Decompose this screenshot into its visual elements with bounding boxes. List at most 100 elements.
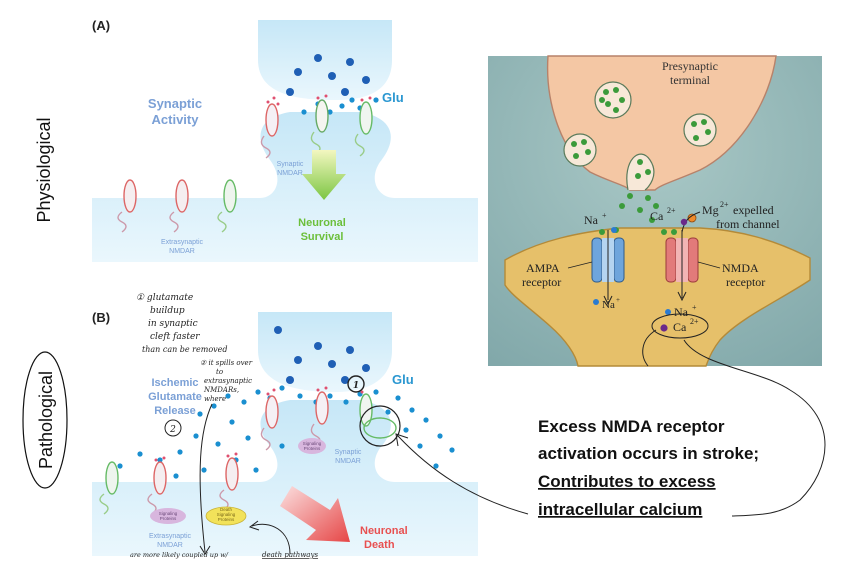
circle-1-label: 1 (353, 381, 359, 391)
note1-line4: cleft faster (150, 332, 200, 342)
ca-bottom-label: Ca (673, 320, 687, 334)
ca-top-sup: 2+ (667, 206, 676, 215)
presynaptic-vesicles-b (274, 326, 370, 384)
note2-line3: extrasynaptic (204, 377, 252, 385)
synaptic-nmdar-a-2: NMDAR (277, 170, 303, 177)
caption-line4: intracellular calcium (538, 500, 702, 519)
death-signaling-2: Signaling (217, 512, 236, 517)
handwritten-notes: ① glutamate buildup in synaptic cleft fa… (130, 293, 401, 559)
ca-bottom-sup: 2+ (690, 317, 699, 326)
mg-expelled: expelled (733, 203, 774, 217)
note-bottom-arrow (251, 523, 291, 555)
ampa-line2: receptor (522, 275, 561, 289)
signaling-protein-label-2: Proteins (304, 446, 321, 451)
synaptic-nmdar-circle (359, 405, 401, 447)
ischemic-line2: Glutamate (148, 391, 202, 403)
presynaptic-vesicles-a (286, 54, 370, 96)
extrasynaptic-nmdar-a-1: Extrasynaptic (161, 239, 204, 246)
nmda-line1: NMDA (722, 261, 759, 275)
ca-ion-bottom (660, 324, 668, 332)
synaptic-receptors-a (260, 94, 373, 159)
extra-signaling-1: Signaling (159, 511, 178, 516)
synaptic-nmdar-a-1: Synaptic (277, 161, 304, 168)
note2-line1: ② it spills over (200, 359, 253, 367)
ampa-receptor (591, 230, 625, 306)
note1-line3: in synaptic (148, 319, 198, 329)
pathological-label: Pathological (36, 371, 56, 469)
presynaptic-bulb-a (258, 20, 392, 100)
caption: Excess NMDA receptor activation occurs i… (538, 417, 759, 519)
death-arrow (280, 486, 350, 542)
pathological-oval (22, 351, 68, 489)
caption-line2: activation occurs in stroke; (538, 444, 759, 463)
synaptic-receptors-b (260, 386, 397, 454)
na-bottom-mid-label: Na (674, 305, 689, 319)
note1-line1: ① glutamate (136, 293, 193, 303)
ca-highlight-oval (651, 313, 709, 339)
survival-arrow (302, 150, 346, 200)
synaptic-nmdar-b-1: Synaptic (335, 449, 362, 456)
note1-line2: buildup (150, 306, 185, 316)
note2-arrow (199, 403, 213, 553)
glu-label-a: Glu (382, 90, 404, 105)
panel-b-letter: (B) (92, 310, 110, 325)
physiological-label: Physiological (34, 117, 54, 222)
presynaptic-line1: Presynaptic (662, 59, 718, 73)
na-ion-top (611, 227, 617, 233)
note-bottom-1: are more likely coupled up w/ (130, 551, 229, 559)
na-bm-sup: + (692, 303, 697, 312)
ischemic-line1: Ischemic (151, 377, 198, 389)
na-top-label: Na (584, 213, 599, 227)
nmda-line2: receptor (726, 275, 765, 289)
glu-label-b: Glu (392, 372, 414, 387)
death-signaling-3: Proteins (218, 517, 235, 522)
neuronal-survival-2: Survival (301, 231, 344, 243)
neuronal-death-2: Death (364, 539, 395, 551)
note-bottom-2: death pathways (262, 551, 318, 559)
signaling-protein-blob (298, 438, 326, 454)
extrasynaptic-nmdar-a-2: NMDAR (169, 248, 195, 255)
synaptic-activity-line1: Synaptic (148, 96, 202, 111)
na-bl-sup: + (616, 296, 620, 304)
mg-label: Mg (702, 203, 719, 217)
neuronal-death-1: Neuronal (360, 525, 408, 537)
na-bottom-left-label: Na (602, 299, 615, 311)
presynaptic-bulb-b (258, 312, 392, 392)
signaling-protein-label-1: Signaling (303, 441, 322, 446)
synaptic-activity-line2: Activity (152, 112, 200, 127)
neuronal-survival-1: Neuronal (298, 217, 346, 229)
presynaptic-line2: terminal (670, 73, 711, 87)
extra-signaling-2: Proteins (160, 516, 177, 521)
panel-b: (B) Pathological Signaling Prot (22, 310, 478, 556)
extrasynaptic-nmdar-b-2: NMDAR (157, 542, 183, 549)
panel-a: (A) Physiological Synaptic Activity Glu … (34, 18, 478, 262)
ampa-line1: AMPA (526, 261, 560, 275)
postsynaptic-neuron-b (92, 400, 478, 556)
mg-from-channel: from channel (716, 217, 780, 231)
extrasynaptic-receptors-a (117, 179, 237, 233)
ca-ion-top (680, 218, 688, 226)
na-ion-bottom-mid (665, 309, 671, 315)
mg-sup: 2+ (720, 200, 729, 209)
caption-line3: Contributes to excess (538, 472, 716, 491)
note2-line2: to (216, 368, 223, 376)
synaptic-nmdar-b-2: NMDAR (335, 458, 361, 465)
note2-line4: NMDARs, (203, 386, 239, 394)
ca-top-label: Ca (650, 209, 664, 223)
ischemic-line3: Release (154, 405, 196, 417)
panel-a-letter: (A) (92, 18, 110, 33)
note2-line5: where (204, 395, 226, 403)
death-signaling-1: Death (220, 507, 233, 512)
nmda-receptor (665, 211, 701, 302)
note1-line5: than can be removed (142, 345, 228, 354)
circle-2-label: 2 (169, 425, 176, 435)
ca-loop-connector (683, 339, 826, 517)
caption-line1: Excess NMDA receptor (538, 417, 725, 436)
extrasynaptic-nmdar-b-1: Extrasynaptic (149, 533, 192, 540)
mg-ion (687, 213, 697, 223)
na-top-sup: + (602, 211, 607, 220)
extrasynaptic-receptors-b (99, 452, 247, 526)
postsynaptic-neuron-a (92, 112, 478, 262)
caption-arrow (397, 435, 529, 515)
